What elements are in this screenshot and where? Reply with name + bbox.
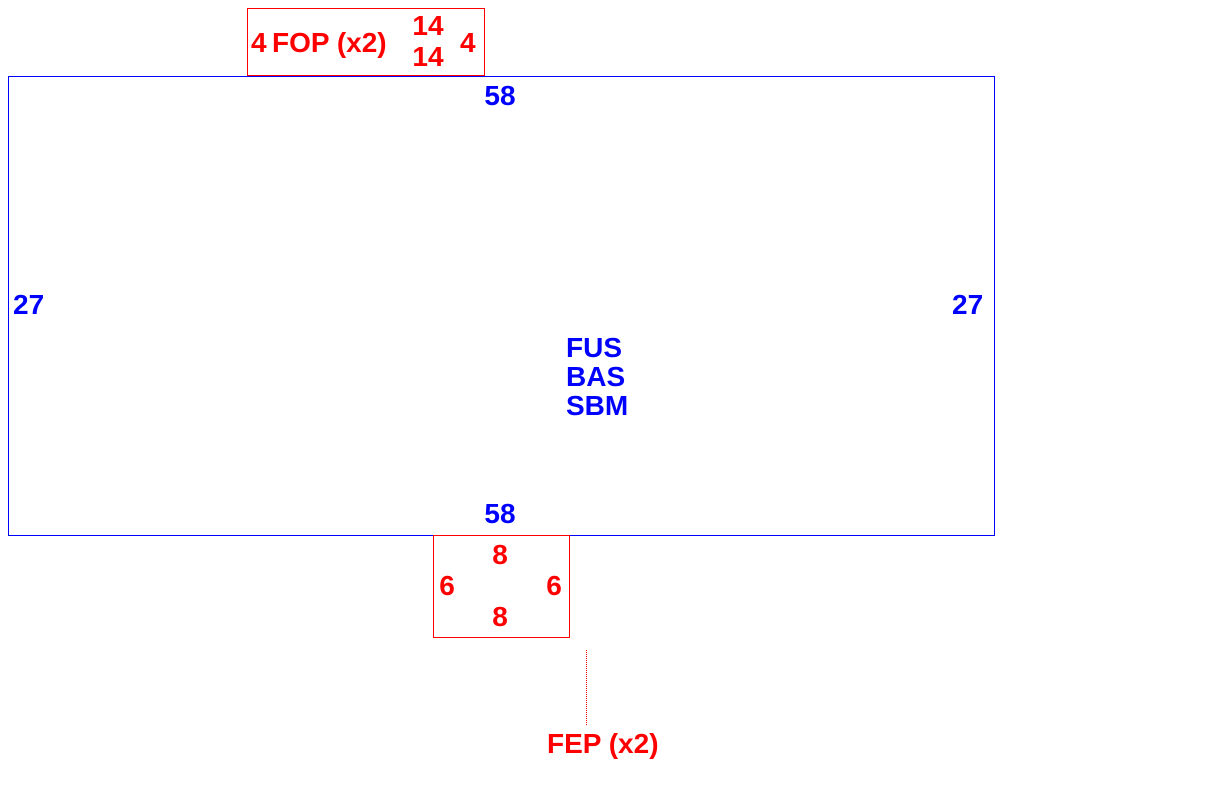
top-panel [247, 8, 485, 76]
leader-line [586, 650, 587, 725]
main-panel-right-dimension: 27 [952, 289, 984, 320]
top-panel-bottom-dimension: 14 [412, 41, 444, 72]
main-panel [8, 76, 995, 536]
main-panel-top-dimension: 58 [484, 80, 516, 111]
top-panel-top-dimension: 14 [412, 10, 444, 41]
main-panel-left-dimension: 27 [13, 289, 45, 320]
top-panel-left-dimension: 4 [251, 27, 267, 58]
bottom-panel [433, 535, 570, 638]
top-panel-right-dimension: 4 [460, 27, 476, 58]
bottom-panel-right-dimension: 6 [546, 570, 562, 601]
bottom-panel-left-dimension: 6 [439, 570, 455, 601]
bottom-panel-bottom-dimension: 8 [492, 601, 508, 632]
main-panel-label-fus: FUS [566, 332, 622, 363]
top-panel-label: FOP (x2) [272, 27, 387, 58]
main-panel-label-sbm: SBM [566, 390, 629, 421]
main-panel-bottom-dimension: 58 [484, 498, 516, 529]
bottom-panel-label: FEP (x2) [547, 728, 659, 759]
main-panel-label-bas: BAS [566, 361, 626, 392]
bottom-panel-top-dimension: 8 [492, 539, 508, 570]
